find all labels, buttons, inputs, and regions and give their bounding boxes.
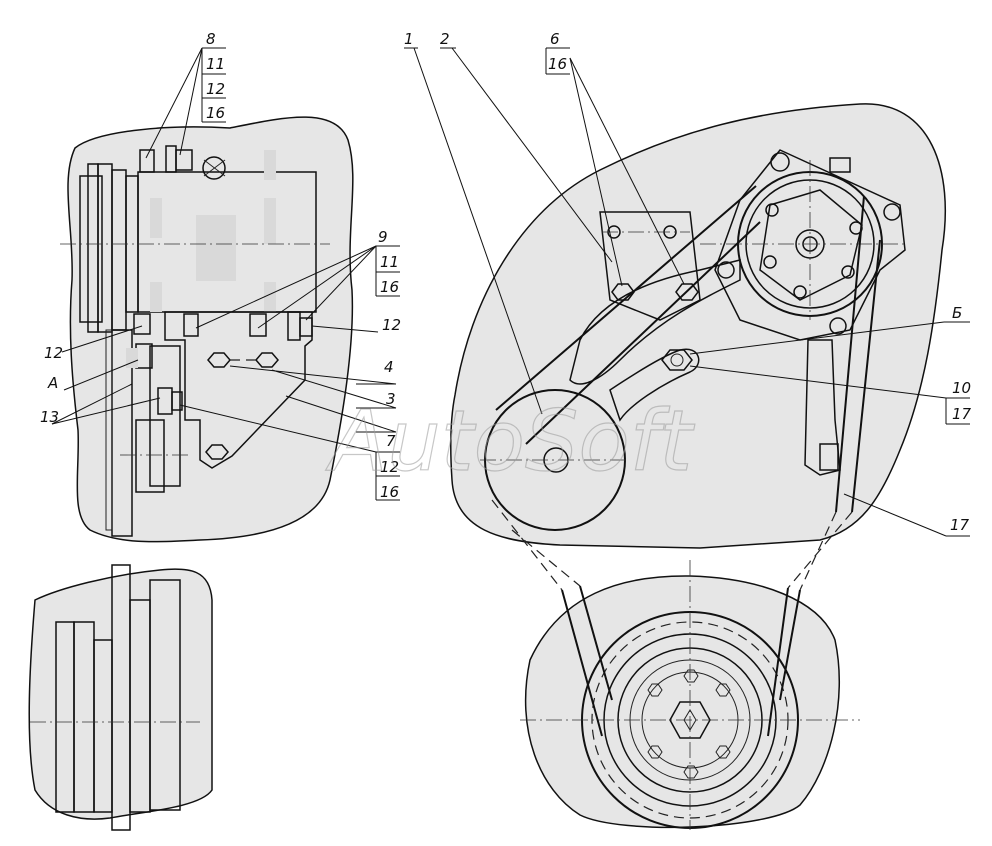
callout-9: 9 bbox=[378, 228, 388, 246]
bracket-hex-bolt bbox=[255, 352, 279, 368]
callout-2: 2 bbox=[440, 30, 450, 48]
flange-bolt bbox=[829, 317, 847, 335]
crank-belt bbox=[561, 585, 801, 737]
left-side-view bbox=[28, 116, 354, 831]
callout-6-16: 16 bbox=[548, 55, 567, 73]
mounting-bracket bbox=[164, 311, 313, 469]
callout-13: 13 bbox=[40, 408, 59, 426]
top-fitting bbox=[175, 149, 193, 171]
callout-12-right: 12 bbox=[382, 316, 401, 334]
front-housing-outline bbox=[450, 103, 947, 549]
top-bolt bbox=[139, 149, 155, 173]
flange-bolt bbox=[717, 261, 735, 279]
compressor-belt bbox=[495, 185, 761, 445]
compressor-rib bbox=[264, 150, 276, 180]
bracket-bolt bbox=[249, 313, 267, 337]
bracket-plate bbox=[599, 211, 701, 321]
callout-8: 8 bbox=[206, 30, 216, 48]
adjuster-bolt bbox=[661, 349, 693, 371]
bracket-bolt bbox=[183, 313, 199, 337]
callout-9-11: 11 bbox=[380, 253, 399, 271]
callout-8-11: 11 bbox=[206, 55, 225, 73]
flange-bolt bbox=[770, 152, 790, 172]
front-housing-background bbox=[450, 103, 946, 548]
callout-B: Б bbox=[952, 304, 962, 322]
tensioner-roller bbox=[135, 419, 165, 493]
callout-4: 4 bbox=[384, 358, 394, 376]
callout-10-17: 17 bbox=[952, 405, 972, 423]
left-housing-background bbox=[67, 117, 353, 542]
callout-12-low: 12 bbox=[380, 458, 399, 476]
lower-housing-background bbox=[29, 569, 212, 820]
compressor-window bbox=[196, 215, 236, 281]
compressor-flange bbox=[714, 149, 906, 341]
bracket-hex-bolt bbox=[205, 444, 229, 460]
crank-housing-outline bbox=[524, 575, 841, 829]
tensioner-plate bbox=[149, 345, 181, 487]
adjusting-strap bbox=[609, 348, 700, 422]
compressor-rib bbox=[264, 198, 276, 244]
callout-12-left: 12 bbox=[44, 344, 63, 362]
pulley-hub-plate bbox=[759, 189, 863, 301]
right-front-view bbox=[450, 103, 947, 830]
callout-7: 7 bbox=[386, 432, 396, 450]
callout-10: 10 bbox=[952, 379, 971, 397]
callout-8-16: 16 bbox=[206, 104, 225, 122]
callout-A: А bbox=[47, 374, 58, 392]
bracket-bolt bbox=[133, 313, 151, 335]
left-housing-outline bbox=[67, 116, 354, 543]
callout-1: 1 bbox=[404, 30, 414, 48]
callout-6: 6 bbox=[550, 30, 560, 48]
callout-labels: 8 11 12 16 9 11 16 12 12 А 13 4 3 7 12 1… bbox=[40, 30, 972, 534]
leader-lines bbox=[51, 47, 970, 537]
compressor-rib bbox=[150, 198, 162, 238]
callout-3: 3 bbox=[386, 390, 396, 408]
watermark-logo: AutoSoft bbox=[325, 392, 695, 490]
top-valve bbox=[202, 156, 226, 180]
compressor-rib bbox=[264, 282, 276, 312]
callout-8-12: 12 bbox=[206, 80, 225, 98]
callout-9-16: 16 bbox=[380, 278, 399, 296]
compressor-pulley bbox=[80, 176, 102, 322]
flange-bolt bbox=[883, 203, 901, 221]
callout-17: 17 bbox=[950, 516, 970, 534]
callout-16-low: 16 bbox=[380, 483, 399, 501]
crank-belt-hidden bbox=[491, 499, 853, 591]
compressor-rib bbox=[150, 282, 162, 312]
crank-bolt-circle bbox=[647, 669, 731, 779]
plate-bolt bbox=[675, 283, 699, 301]
